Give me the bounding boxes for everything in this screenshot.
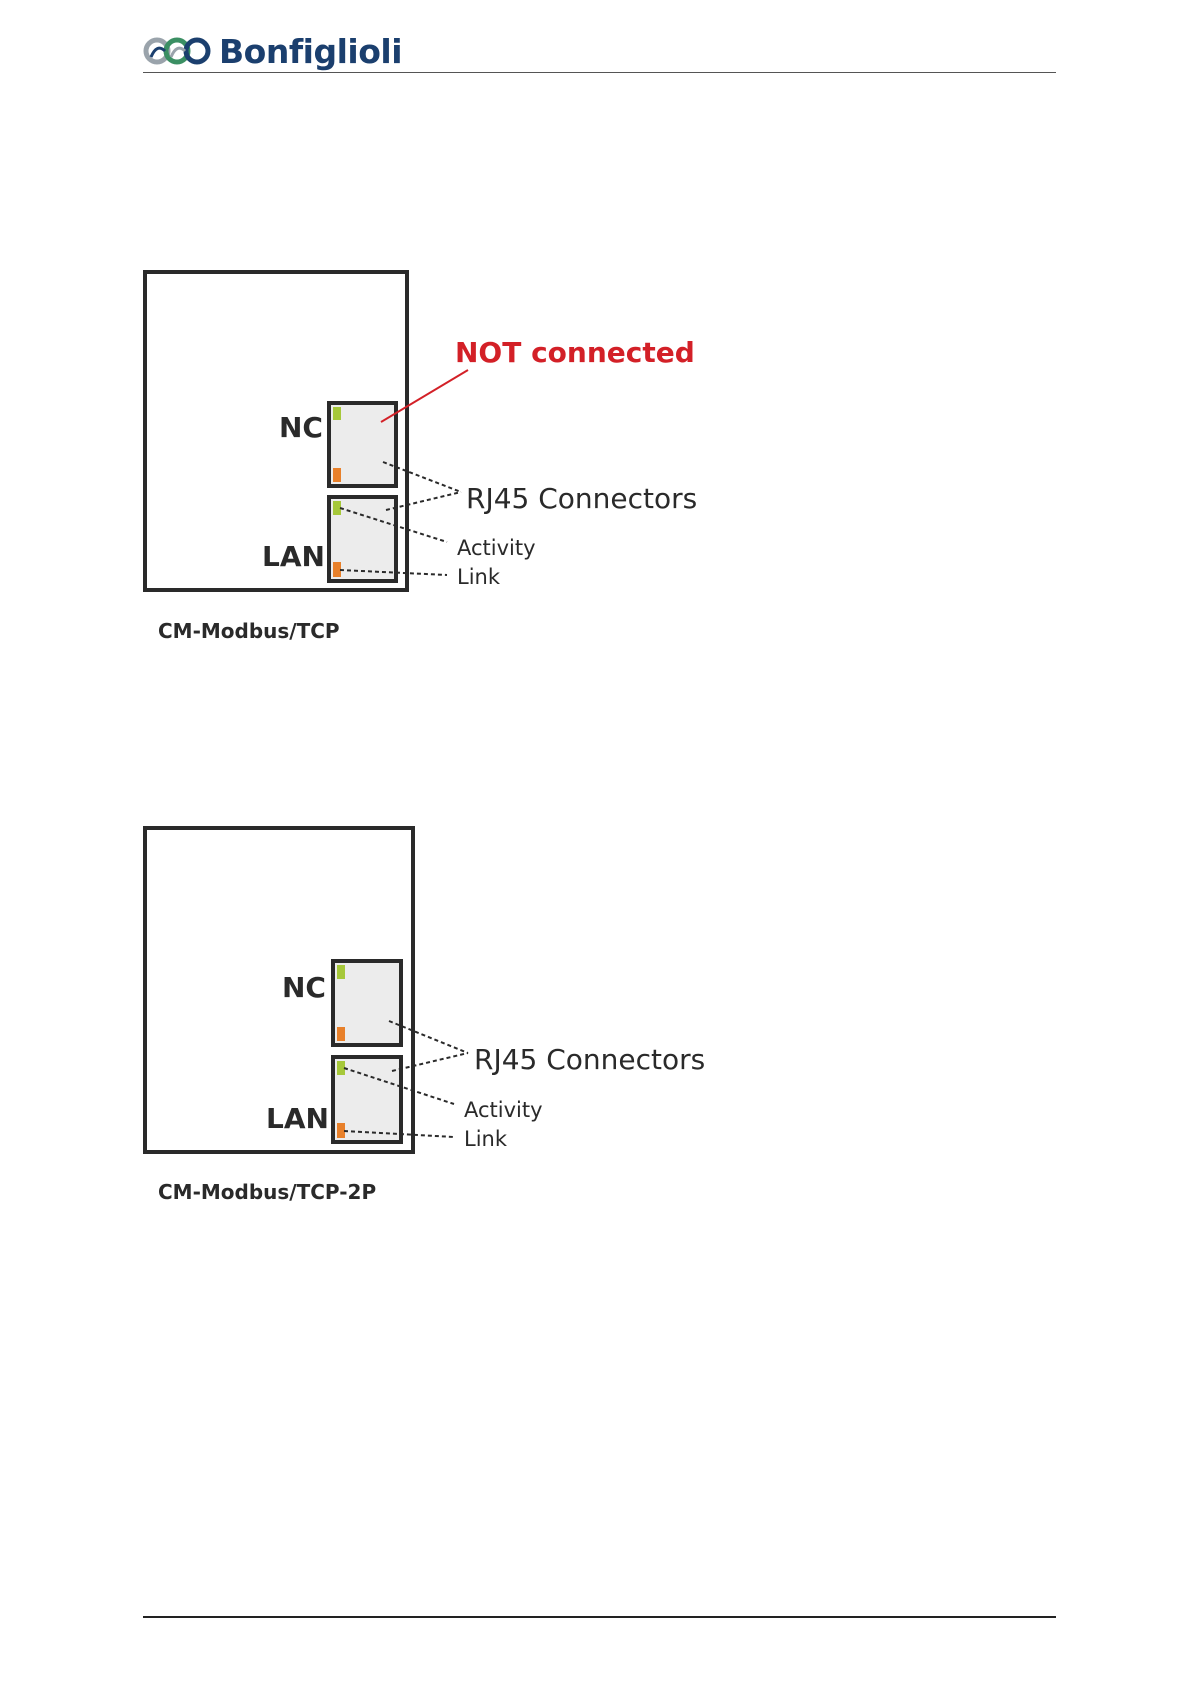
link-label: Link: [464, 1127, 508, 1151]
lan-label: LAN: [266, 1102, 329, 1135]
lan-label: LAN: [262, 540, 325, 573]
diagram-cm-modbus-tcp: NC LAN NOT connected RJ45 Connectors Act…: [145, 272, 697, 643]
activity-label: Activity: [457, 536, 536, 560]
nc-activity-led: [337, 965, 345, 979]
nc-label: NC: [282, 971, 326, 1004]
lan-activity-led: [333, 501, 341, 515]
not-connected-label: NOT connected: [455, 336, 695, 369]
activity-label: Activity: [464, 1098, 543, 1122]
rj45-connectors-label: RJ45 Connectors: [466, 482, 697, 515]
not-connected-pointer: [381, 370, 468, 422]
rj45-pointer-lan: [392, 1053, 468, 1071]
nc-label: NC: [279, 411, 323, 444]
nc-activity-led: [333, 407, 341, 420]
lan-link-led: [337, 1123, 345, 1138]
link-label: Link: [457, 565, 501, 589]
nc-link-led: [337, 1027, 345, 1041]
diagram-cm-modbus-tcp-2p: NC LAN RJ45 Connectors Activity Link CM-…: [145, 828, 705, 1204]
rj45-connectors-label: RJ45 Connectors: [474, 1043, 705, 1076]
diagram-caption: CM-Modbus/TCP-2P: [158, 1180, 376, 1204]
diagram-caption: CM-Modbus/TCP: [158, 619, 340, 643]
lan-link-led: [333, 562, 341, 577]
footer-divider: [143, 1616, 1056, 1618]
lan-activity-led: [337, 1061, 345, 1075]
nc-link-led: [333, 468, 341, 482]
